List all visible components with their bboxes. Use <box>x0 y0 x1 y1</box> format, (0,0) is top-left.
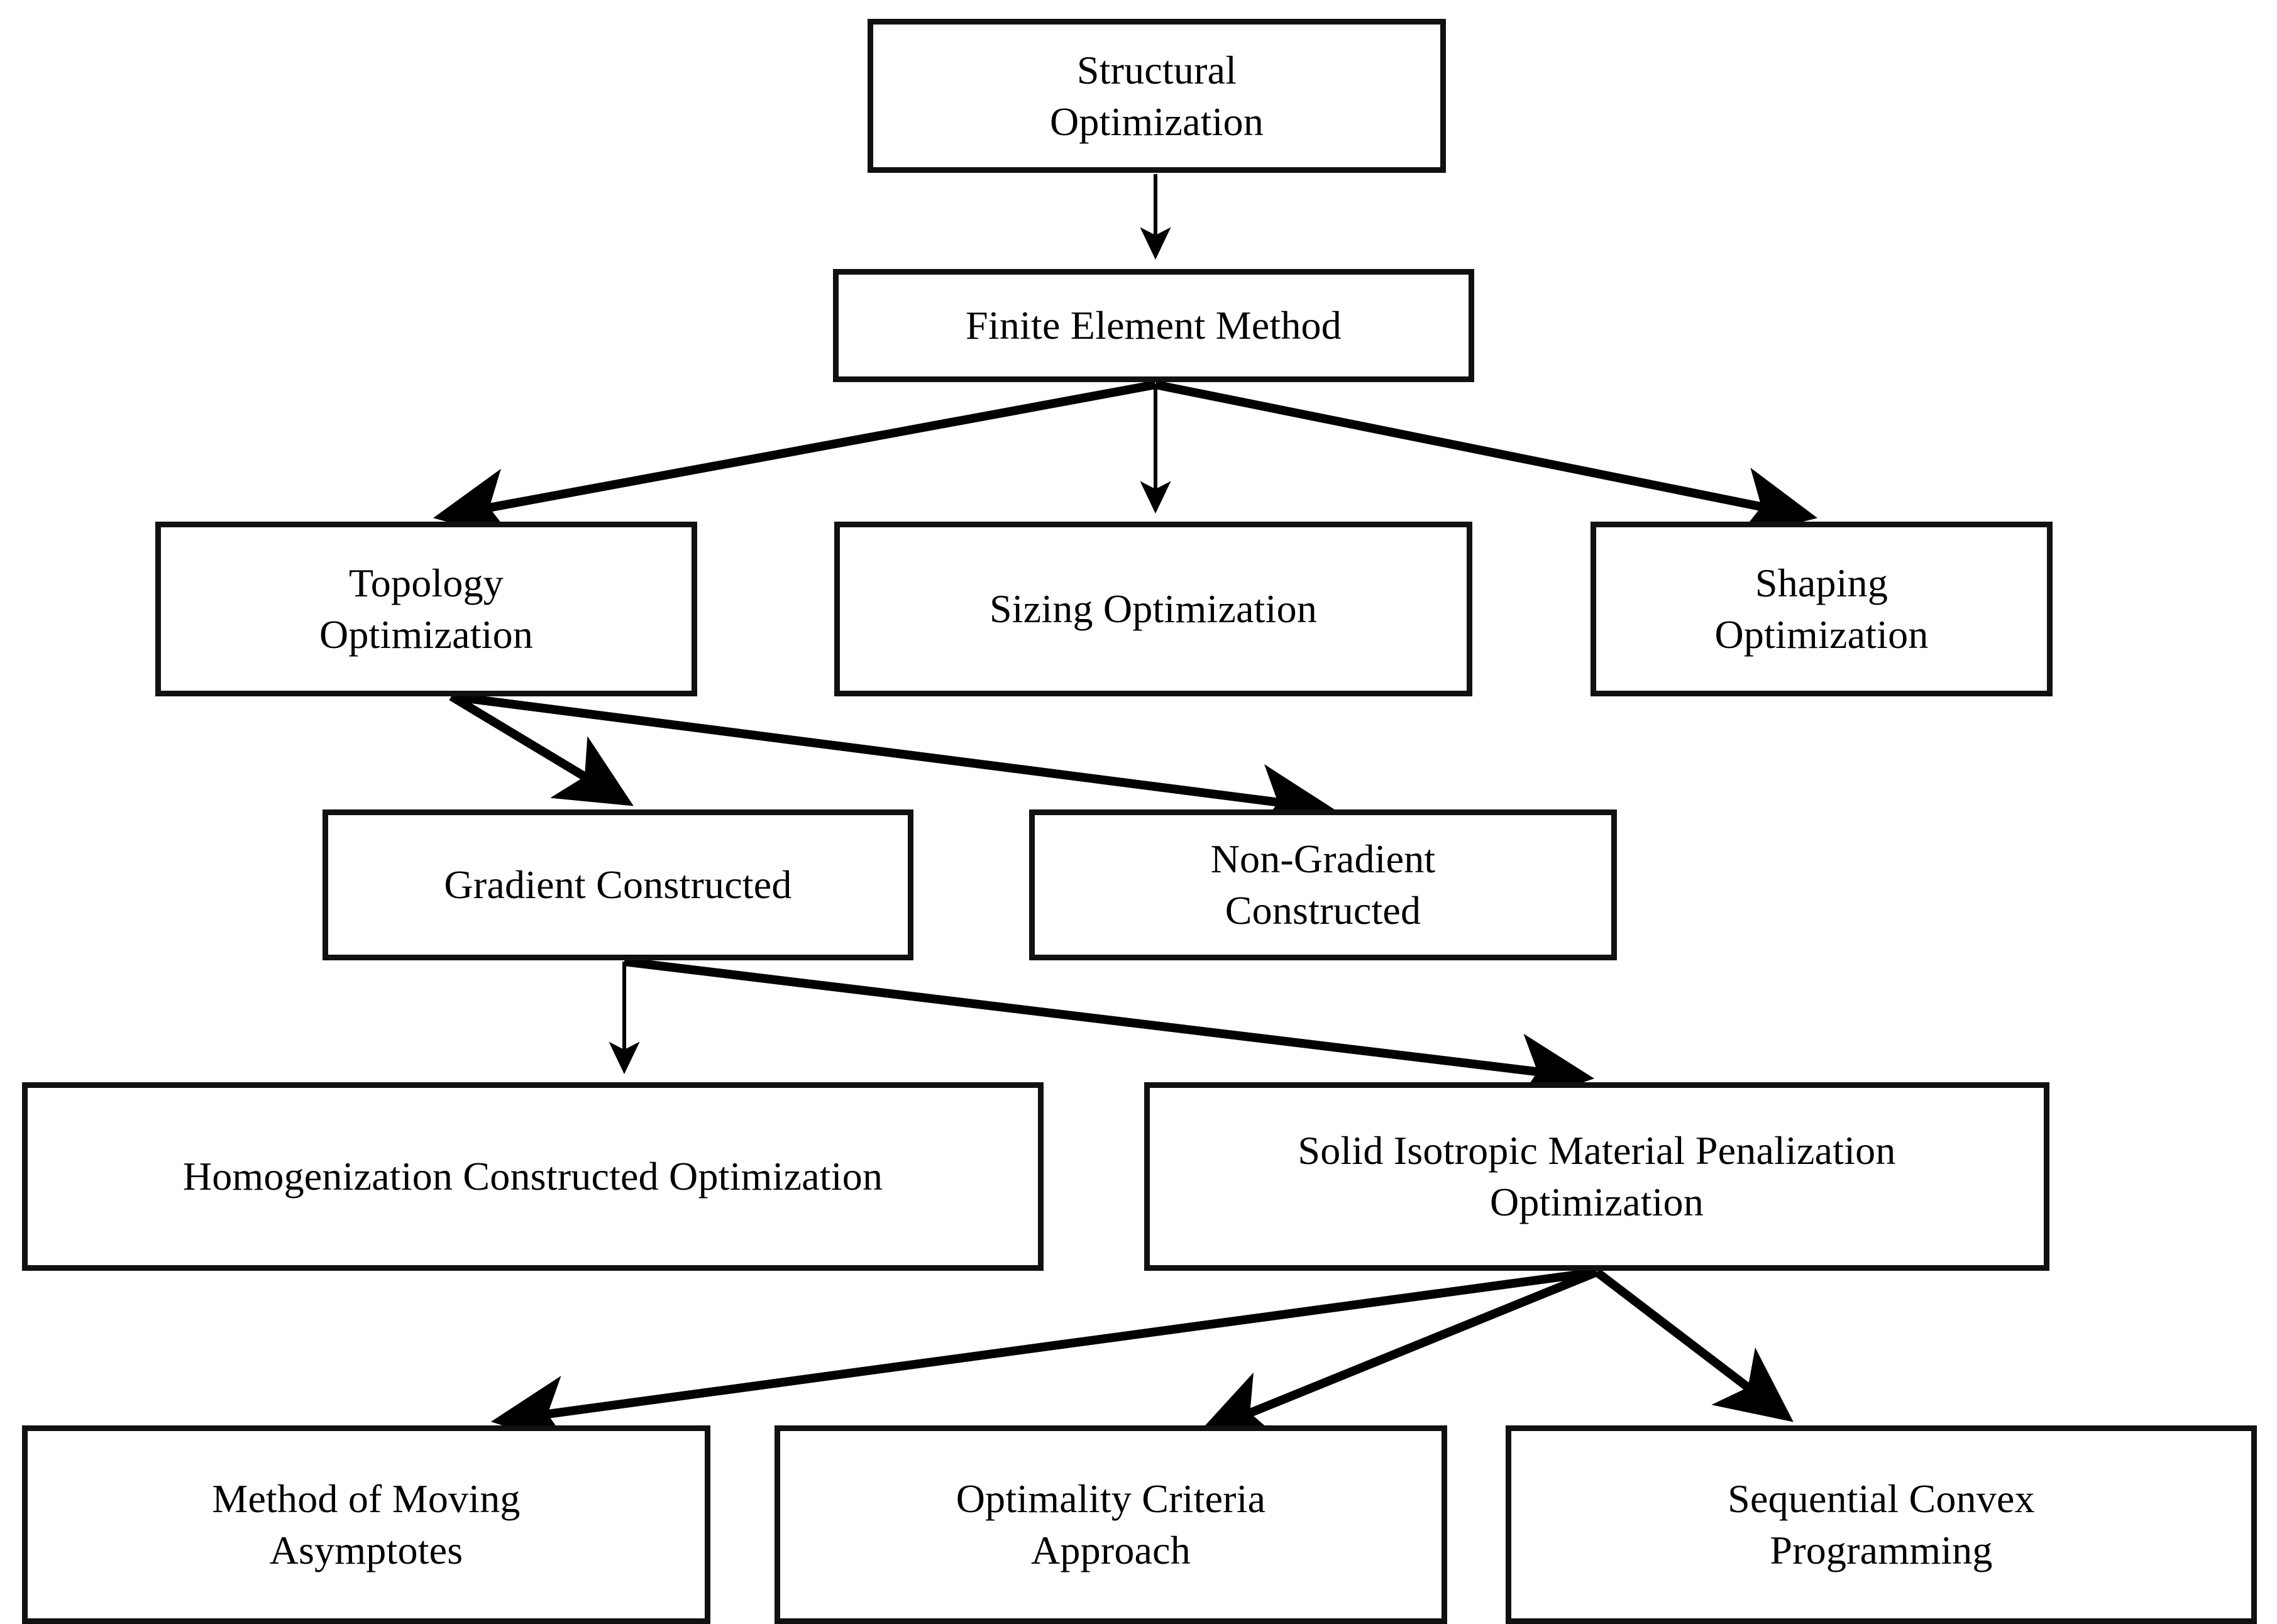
edge-topology-nongradient <box>451 692 1335 836</box>
node-label: Homogenization Constructed Optimization <box>182 1154 883 1199</box>
edge-simp-scp <box>1594 1268 1794 1422</box>
node-label: Optimality Criteria Approach <box>956 1476 1266 1572</box>
node-structural-optimization[interactable]: Structural Optimization <box>868 19 1446 173</box>
edge-gradient-simp <box>624 957 1595 1106</box>
edge-simp-oca <box>1196 1268 1599 1440</box>
node-label: Shaping Optimization <box>1714 561 1929 657</box>
node-label: Gradient Constructed <box>444 862 792 908</box>
edge-fem-shaping <box>1154 380 1818 539</box>
node-sequential-convex-programming[interactable]: Sequential Convex Programming <box>1506 1425 2257 1624</box>
node-label: Topology Optimization <box>319 561 534 657</box>
node-topology-optimization[interactable]: Topology Optimization <box>155 522 697 696</box>
node-label: Sizing Optimization <box>989 586 1318 632</box>
edge-simp-mma <box>490 1268 1597 1447</box>
edge-topology-gradient <box>449 693 634 806</box>
node-finite-element-method[interactable]: Finite Element Method <box>833 269 1474 382</box>
node-homogenization-constructed-optimization[interactable]: Homogenization Constructed Optimization <box>22 1082 1044 1271</box>
node-label: Sequential Convex Programming <box>1728 1476 2035 1572</box>
node-label: Non-Gradient Constructed <box>1210 837 1436 933</box>
node-label: Method of Moving Asymptotes <box>212 1476 521 1572</box>
node-optimality-criteria-approach[interactable]: Optimality Criteria Approach <box>775 1425 1447 1624</box>
node-sizing-optimization[interactable]: Sizing Optimization <box>834 522 1472 696</box>
node-label: Finite Element Method <box>966 303 1342 348</box>
node-label: Solid Isotropic Material Penalization Op… <box>1298 1128 1896 1224</box>
node-method-of-moving-asymptotes[interactable]: Method of Moving Asymptotes <box>22 1425 710 1624</box>
node-label: Structural Optimization <box>1049 47 1264 144</box>
node-shaping-optimization[interactable]: Shaping Optimization <box>1591 522 2053 696</box>
node-solid-isotropic-material-penalization-optimization[interactable]: Solid Isotropic Material Penalization Op… <box>1144 1082 2049 1271</box>
edge-fem-topology <box>433 380 1157 540</box>
node-non-gradient-constructed[interactable]: Non-Gradient Constructed <box>1029 809 1617 960</box>
node-gradient-constructed[interactable]: Gradient Constructed <box>323 809 913 960</box>
